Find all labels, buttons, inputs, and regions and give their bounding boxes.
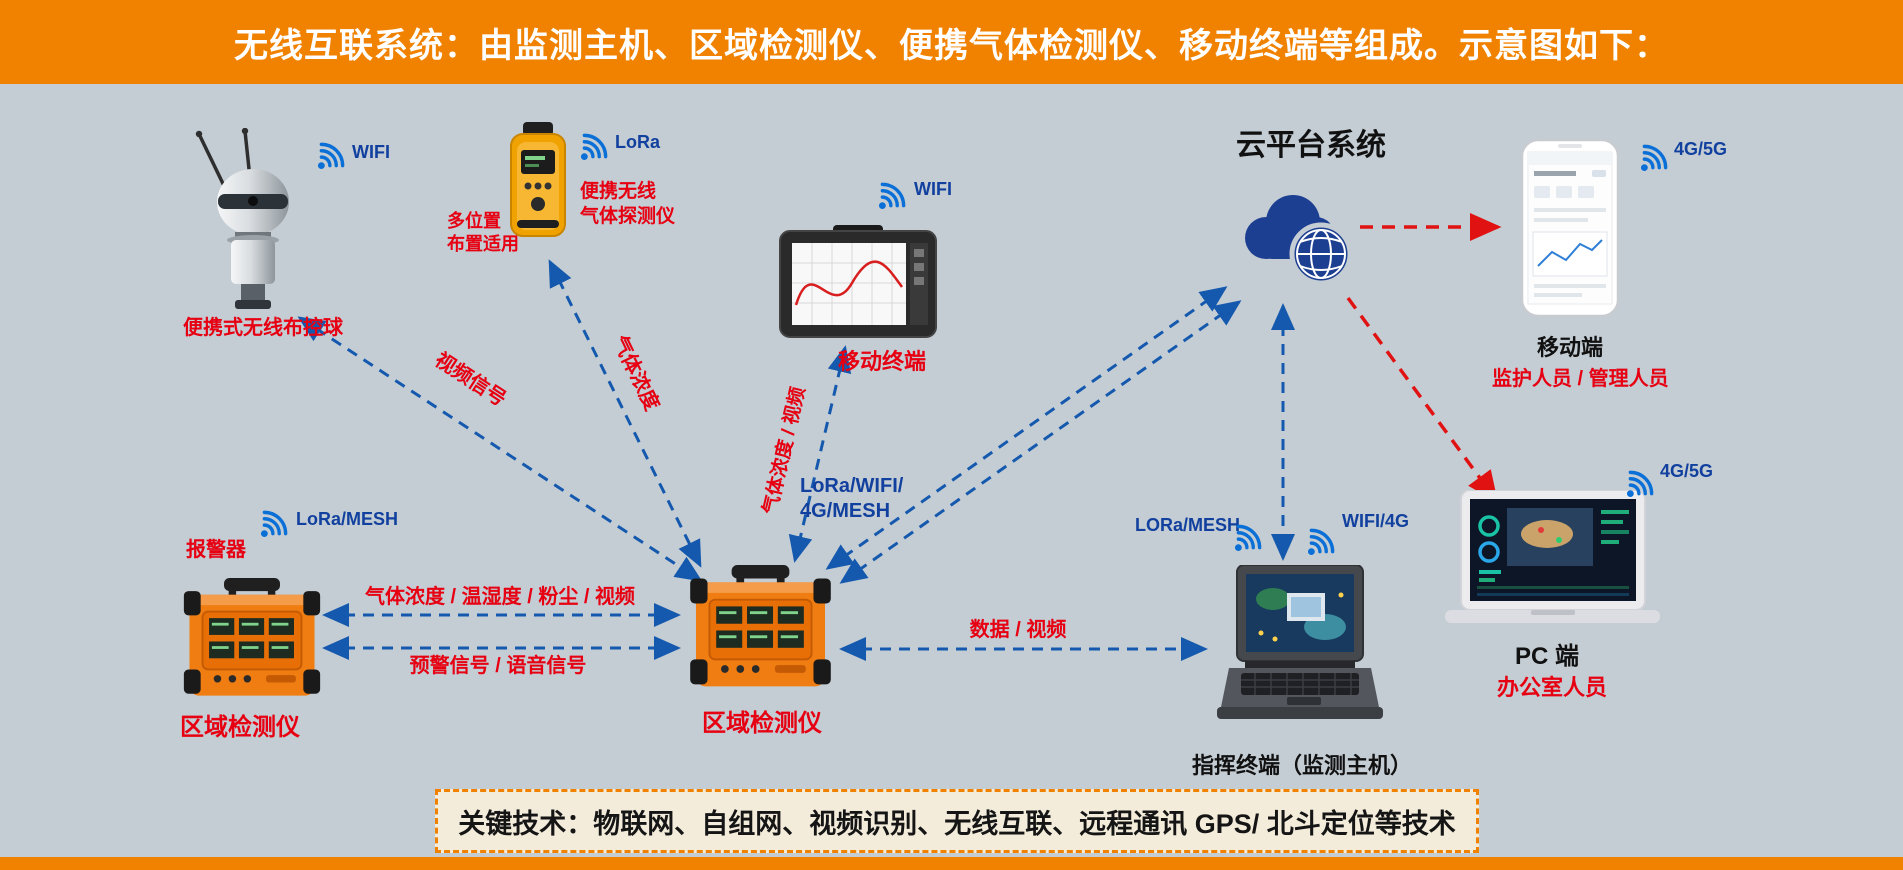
ball-camera-image: [195, 127, 289, 309]
label-gas-concentration: 气体浓度: [608, 331, 666, 415]
phone-image: [1520, 138, 1620, 318]
label-data-video: 数据 / 视频: [970, 617, 1067, 641]
cloud-title: 云平台系统: [1236, 129, 1386, 162]
phone-signal-label: 4G/5G: [1674, 139, 1728, 159]
lora-mesh-icon: [1232, 520, 1266, 554]
key-technology-box: 关键技术：物联网、自组网、视频识别、无线互联、远程通讯 GPS/ 北斗定位等技术: [435, 789, 1479, 853]
gasdetector-signal-label: LoRa: [615, 132, 660, 152]
lora-mesh-icon: [258, 506, 292, 540]
phone-label: 移动端: [1536, 335, 1603, 360]
command-signal-left-label: LORa/MESH: [1135, 515, 1241, 535]
cellular-icon: [1638, 140, 1672, 174]
label-mesh-line1: LoRa/WIFI/: [800, 475, 904, 497]
ball-camera-device: [185, 127, 320, 313]
command-terminal-device: [1215, 564, 1385, 740]
key-technology-text: 关键技术：物联网、自组网、视频识别、无线互联、远程通讯 GPS/ 北斗定位等技术: [458, 808, 1456, 839]
phone-users-label: 监护人员 / 管理人员: [1492, 368, 1669, 390]
arrow-tablet-detector: [788, 345, 852, 563]
label-mesh-line2: 4G/MESH: [800, 500, 890, 522]
gas-detector-device: [505, 122, 571, 244]
alarm-image: [183, 578, 321, 696]
phone-device: [1520, 138, 1620, 318]
alarm-label: 区域检测仪: [180, 714, 300, 741]
alarm-tag: 报警器: [186, 539, 246, 561]
gasdetector-note: 多位置 布置适用: [447, 211, 519, 255]
title-banner: 无线互联系统：由监测主机、区域检测仪、便携气体检测仪、移动终端等组成。示意图如下…: [0, 0, 1903, 84]
area-detector-label: 区域检测仪: [702, 710, 822, 737]
command-terminal-label: 指挥终端（监测主机）: [1192, 753, 1413, 778]
wifi-icon: [876, 178, 910, 212]
label-gas-video: 气体浓度 / 视频: [758, 385, 810, 518]
wifi-4g-icon: [1305, 524, 1339, 558]
label-env-data: 气体浓度 / 温湿度 / 粉尘 / 视频: [364, 584, 635, 608]
label-warning-signal: 预警信号 / 语音信号: [410, 653, 587, 677]
pc-users-label: 办公室人员: [1497, 675, 1608, 700]
command-signal-right-label: WIFI/4G: [1342, 511, 1409, 531]
arrow-detector-cloud-2: [839, 300, 1242, 584]
cloud-icon: [1245, 195, 1353, 286]
alarm-signal-label: LoRa/MESH: [296, 509, 399, 529]
page-title: 无线互联系统：由监测主机、区域检测仪、便携气体检测仪、移动终端等组成。示意图如下…: [234, 26, 1669, 65]
cloud-platform: [1230, 176, 1360, 288]
cellular-icon: [1624, 466, 1658, 500]
arrow-cloud-pc: [1346, 296, 1499, 503]
alarm-device: [182, 578, 322, 708]
tablet-label: 移动终端: [838, 349, 927, 374]
command-terminal-image: [1217, 564, 1383, 719]
ballcam-label: 便携式无线布控球: [183, 317, 343, 339]
gasdetector-label: 便携无线 气体探测仪: [580, 181, 676, 227]
gas-detector-image: [510, 122, 566, 237]
area-detector-image: [690, 565, 831, 687]
tablet-image: [779, 225, 937, 338]
ballcam-signal-label: WIFI: [352, 142, 390, 162]
tablet-signal-label: WIFI: [914, 179, 952, 199]
arrow-gasdetector-detector: [548, 259, 702, 568]
pc-signal-label: 4G/5G: [1660, 461, 1714, 481]
arrow-ballcam-detector: [297, 316, 703, 582]
pc-image: [1445, 489, 1660, 623]
bottom-accent-strip: [0, 857, 1903, 870]
lora-icon: [578, 129, 612, 163]
area-detector-device: [688, 565, 833, 695]
pc-label: PC 端: [1515, 643, 1580, 670]
tablet-device: [778, 225, 938, 340]
wifi-icon: [315, 138, 349, 172]
pc-device: [1445, 489, 1660, 635]
label-video-signal: 视频信号: [431, 347, 511, 411]
